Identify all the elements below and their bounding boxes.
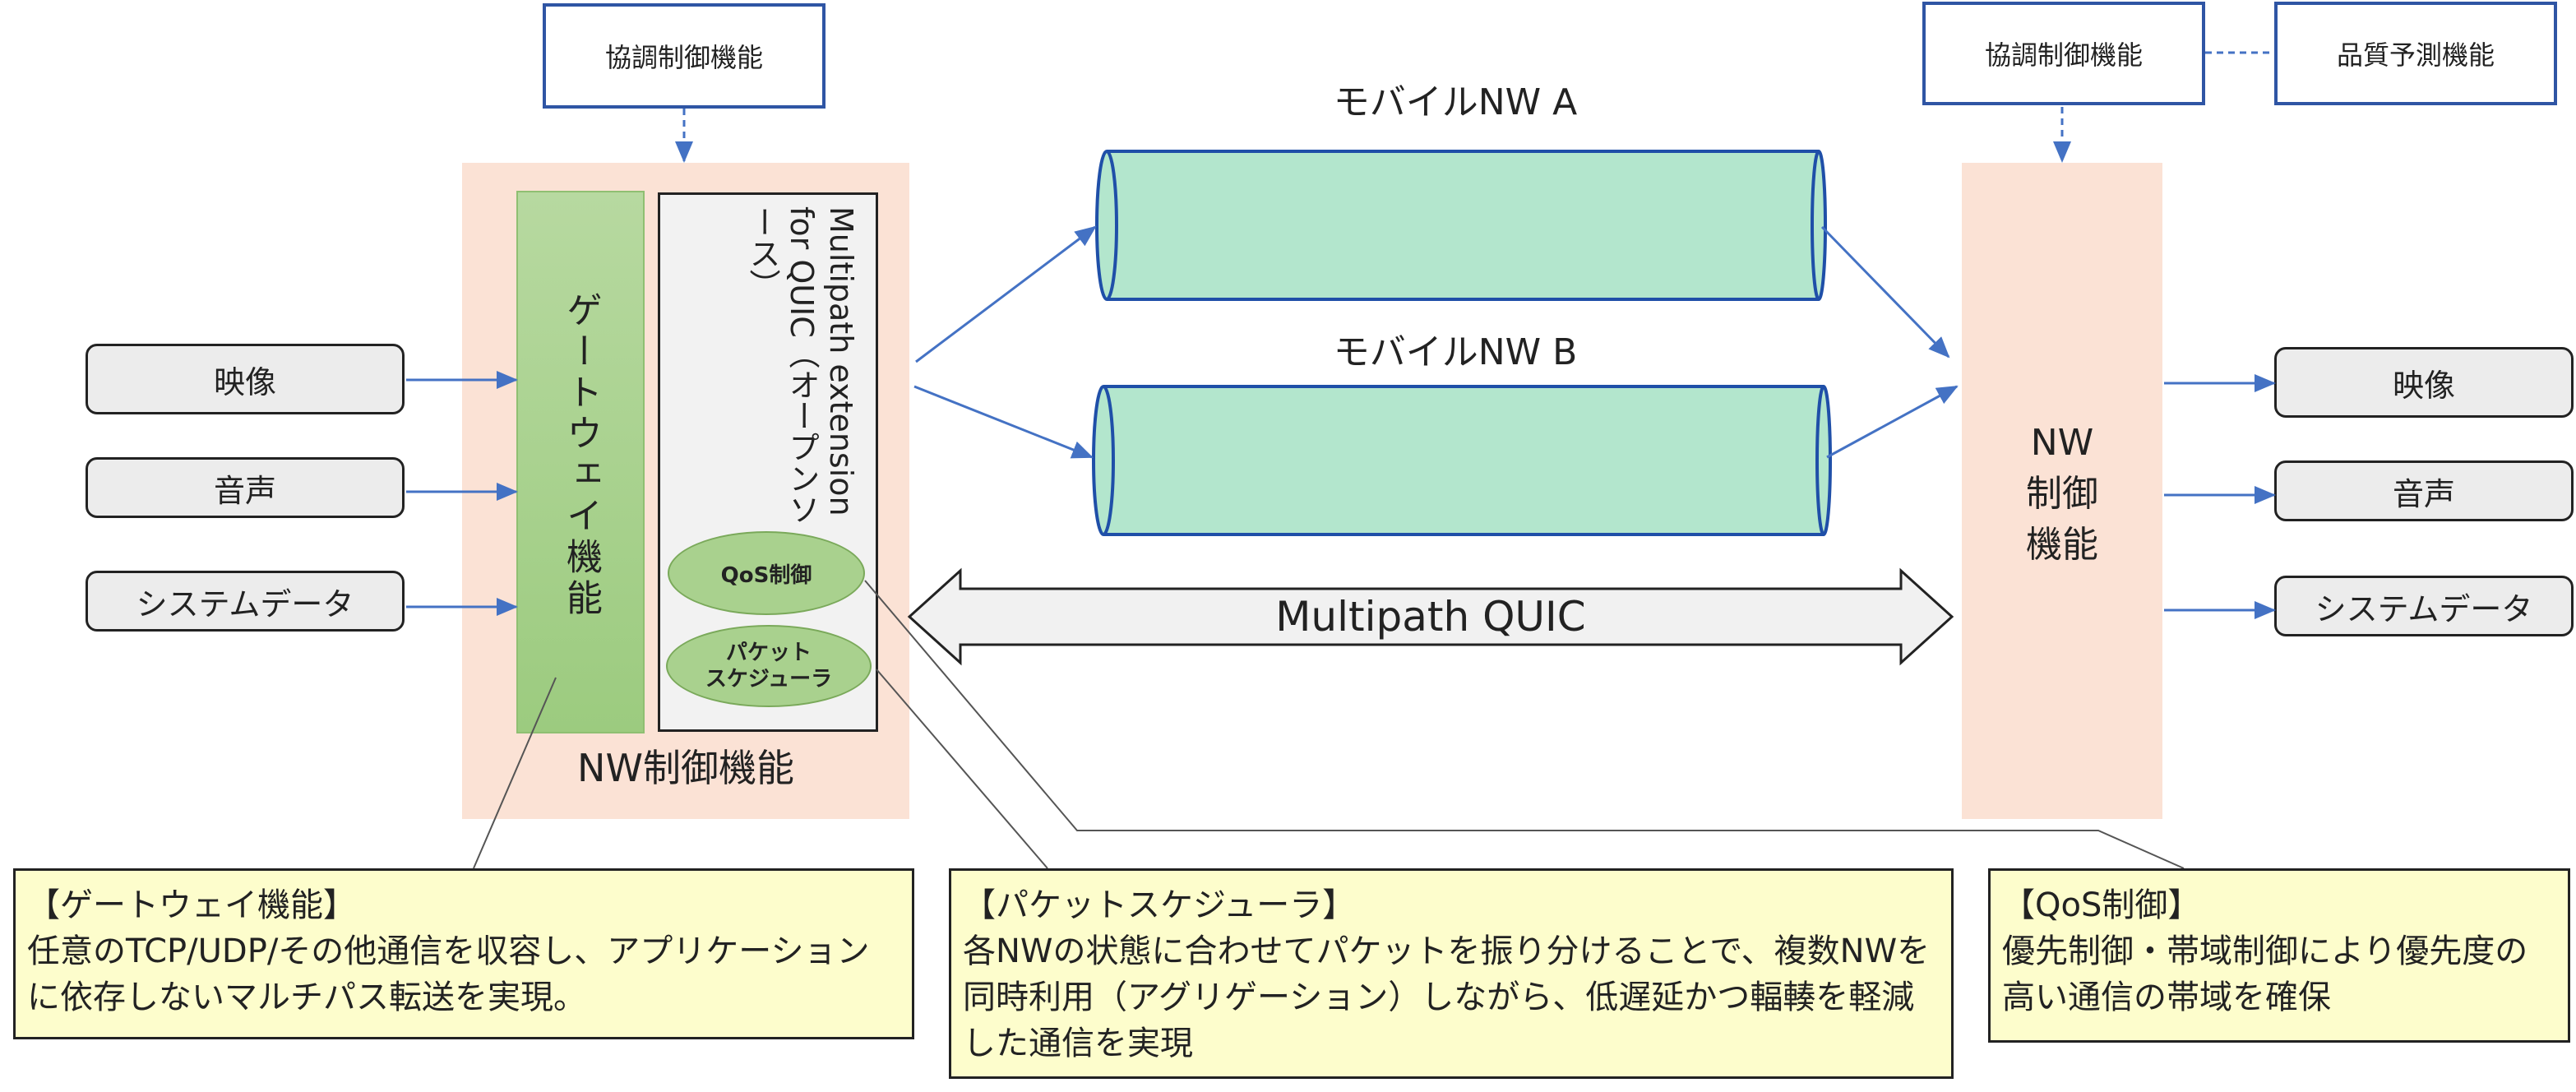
gateway-label: ゲートウェイ機能 bbox=[560, 291, 602, 620]
left-coordination-box: 協調制御機能 bbox=[543, 3, 826, 109]
quality-prediction-box: 品質予測機能 bbox=[2274, 2, 2557, 105]
from-network-b-arrow bbox=[1826, 385, 1959, 459]
from-network-a-arrow bbox=[1820, 225, 1950, 359]
right-coordination-label: 協調制御機能 bbox=[1984, 39, 2143, 71]
quality-prediction-label: 品質予測機能 bbox=[2336, 39, 2495, 71]
qos-note: 【QoS制御】 優先制御・帯域制御により優先度の高い通信の帯域を確保 bbox=[1988, 868, 2570, 1043]
right-node-line-3: 機能 bbox=[2026, 524, 2098, 566]
left-coordination-label: 協調制御機能 bbox=[604, 42, 763, 73]
left-nw-control-title: NW制御機能 bbox=[577, 746, 794, 790]
multipath-quic-label: Multipath QUIC bbox=[1275, 593, 1586, 641]
input-video: 映像 bbox=[86, 344, 405, 414]
to-network-b-arrow bbox=[913, 385, 1094, 459]
input-audio: 音声 bbox=[86, 457, 405, 518]
input-audio-label: 音声 bbox=[213, 472, 276, 509]
output-video-label: 映像 bbox=[2392, 367, 2455, 404]
packet-scheduler-label-1: パケット bbox=[725, 641, 812, 665]
right-node-line-2: 制御 bbox=[2026, 473, 2098, 515]
qos-control-label: QoS制御 bbox=[720, 562, 812, 588]
network-a-label: モバイルNW A bbox=[1333, 81, 1578, 123]
output-audio-label: 音声 bbox=[2392, 475, 2455, 512]
network-b-label: モバイルNW B bbox=[1333, 331, 1578, 373]
gateway-callout-line bbox=[473, 677, 557, 869]
packet-scheduler-ellipse: パケット スケジューラ bbox=[666, 625, 872, 707]
right-coordination-box: 協調制御機能 bbox=[1922, 2, 2205, 105]
multipath-quic-arrow bbox=[907, 567, 1954, 666]
network-b-tube bbox=[1092, 385, 1832, 536]
gateway-note: 【ゲートウェイ機能】 任意のTCP/UDP/その他通信を収容し、アプリケーション… bbox=[13, 868, 914, 1039]
right-node-line-1: NW bbox=[2030, 422, 2094, 464]
scheduler-note: 【パケットスケジューラ】 各NWの状態に合わせてパケットを振り分けることで、複数… bbox=[949, 868, 1954, 1079]
input-system-data: システムデータ bbox=[86, 571, 405, 632]
packet-scheduler-label-2: スケジューラ bbox=[705, 667, 833, 692]
output-system-data-label: システムデータ bbox=[2315, 590, 2533, 627]
mpquic-label: Multipath extension for QUIC（オープンソース） bbox=[744, 206, 859, 525]
input-video-label: 映像 bbox=[213, 363, 276, 400]
scheduler-callout-line bbox=[876, 669, 1048, 869]
qos-control-ellipse: QoS制御 bbox=[668, 531, 865, 615]
output-audio: 音声 bbox=[2274, 460, 2574, 521]
gateway-block: ゲートウェイ機能 bbox=[516, 191, 645, 733]
network-a-tube bbox=[1095, 150, 1827, 301]
qos-callout-line bbox=[864, 580, 2185, 869]
right-nw-control-node: NW 制御 機能 bbox=[1962, 163, 2162, 819]
input-system-data-label: システムデータ bbox=[136, 585, 354, 622]
to-network-a-arrow bbox=[915, 225, 1097, 363]
